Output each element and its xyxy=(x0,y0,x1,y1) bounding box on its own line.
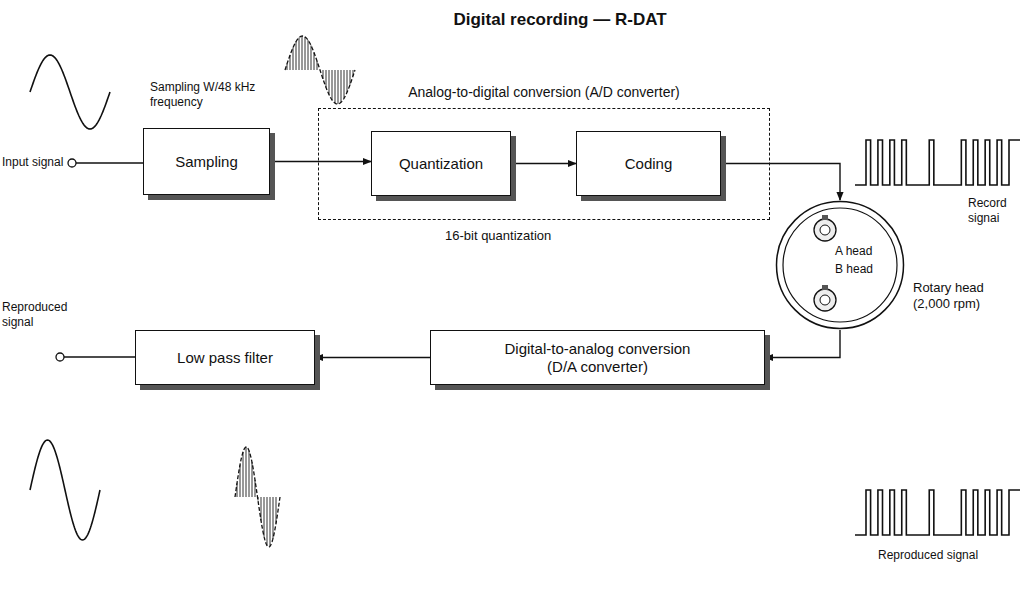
sample-stroke xyxy=(273,497,274,538)
input-terminal xyxy=(68,159,76,167)
head-icon xyxy=(814,285,836,311)
process-box: Coding xyxy=(576,131,721,196)
sample-stroke xyxy=(249,451,250,497)
sample-stroke xyxy=(255,480,256,497)
process-box: Sampling xyxy=(143,128,270,195)
converter-group: Analog-to-digital conversion (A/D conver… xyxy=(318,108,770,220)
sample-stroke xyxy=(311,45,312,70)
sample-stroke xyxy=(344,70,345,98)
box-label: Coding xyxy=(619,155,679,173)
sample-stroke xyxy=(329,70,330,95)
output-terminal xyxy=(56,353,64,361)
sample-stroke xyxy=(243,452,244,497)
head-icon xyxy=(814,215,836,241)
sample-stroke xyxy=(261,497,262,520)
sampled-outline xyxy=(285,36,355,104)
box-label-wrap: Quantization xyxy=(393,155,489,173)
box-label: Low pass filter xyxy=(171,349,279,367)
signal-arrow xyxy=(315,357,430,358)
sample-stroke xyxy=(302,36,303,70)
box-label: Digital-to-analog conversion (D/A conver… xyxy=(483,340,713,376)
waveforms xyxy=(30,36,1020,547)
reproduced-pulses xyxy=(855,490,1020,535)
box-label: Quantization xyxy=(393,155,489,173)
sample-stroke xyxy=(270,497,271,546)
output-wire xyxy=(64,356,135,357)
signal-arrow xyxy=(765,330,840,358)
terminal-label: Reproduced signal xyxy=(2,300,77,330)
rotary-head: A headB headRotary head (2,000 rpm) xyxy=(775,200,905,330)
sample-stroke xyxy=(332,70,333,100)
sample-stroke xyxy=(246,447,247,497)
sample-stroke xyxy=(335,70,336,103)
signal-label: Record signai xyxy=(968,196,1023,226)
sample-stroke xyxy=(299,38,300,70)
sample-stroke xyxy=(264,497,265,536)
sample-stroke xyxy=(293,48,294,70)
sample-stroke xyxy=(347,70,348,92)
signal-arrow xyxy=(270,161,371,162)
sample-stroke xyxy=(338,70,339,104)
terminal-label: Input signal xyxy=(2,155,68,170)
box-label-wrap: Sampling xyxy=(169,153,244,171)
sample-stroke xyxy=(276,497,277,523)
head-label: A head xyxy=(835,244,872,259)
sample-stroke xyxy=(341,70,342,102)
box-label-wrap: Low pass filter xyxy=(171,349,279,367)
box-label-wrap: Coding xyxy=(619,155,679,173)
process-box: Quantization xyxy=(371,131,511,196)
head-caption: Rotary head (2,000 rpm) xyxy=(913,280,1003,313)
signal-label: Reproduced signal xyxy=(878,548,1008,563)
process-box: Low pass filter xyxy=(135,330,315,385)
sampled-outline xyxy=(235,447,280,547)
box-label: Sampling xyxy=(169,153,244,171)
sample-stroke xyxy=(267,497,268,546)
record-pulses xyxy=(855,140,1020,185)
box-label-wrap: Digital-to-analog conversion (D/A conver… xyxy=(483,340,713,376)
sampled-output xyxy=(235,447,280,547)
head-label: B head xyxy=(835,262,873,277)
sample-stroke xyxy=(237,483,238,497)
sample-stroke xyxy=(317,61,318,70)
sample-stroke xyxy=(305,37,306,70)
sample-stroke xyxy=(326,70,327,87)
diagram-title: Digital recording — R-DAT xyxy=(360,10,760,30)
sampling-note: Sampling W/48 kHz frequency xyxy=(150,80,285,110)
drum-inner xyxy=(783,208,897,322)
sampled-input xyxy=(285,36,355,104)
group-title: Analog-to-digital conversion (A/D conver… xyxy=(319,84,769,101)
input-sine xyxy=(30,55,110,129)
sample-stroke xyxy=(308,40,309,70)
drum-rim xyxy=(777,202,904,329)
sample-stroke xyxy=(296,42,297,70)
signal-arrow xyxy=(721,164,840,201)
signal-arrow xyxy=(511,163,576,164)
process-box: Digital-to-analog conversion (D/A conver… xyxy=(430,330,765,385)
input-wire xyxy=(76,162,143,163)
output-sine xyxy=(30,440,100,540)
bit-depth-note: 16-bit quantization xyxy=(445,228,605,244)
